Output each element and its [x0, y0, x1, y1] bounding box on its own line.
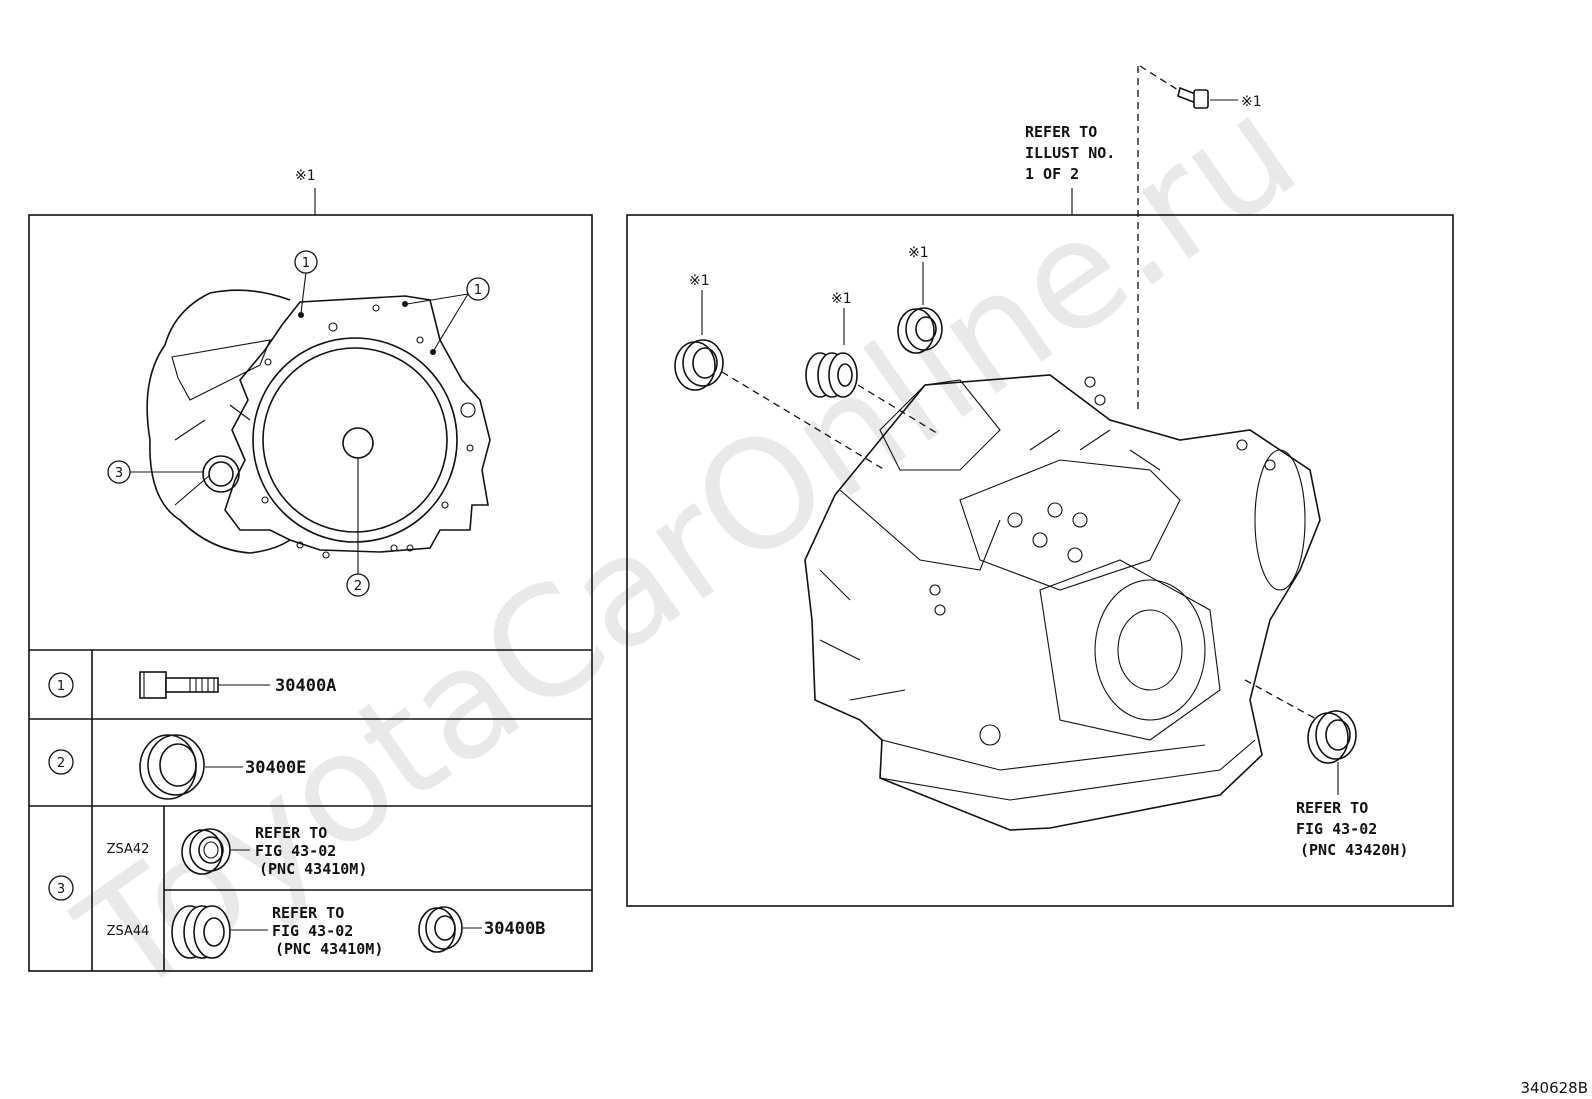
- seal-b-note-mark: ※1: [831, 291, 852, 307]
- refer-illust-line-3: 1 OF 2: [1025, 165, 1079, 183]
- callout-1-top-label: 1: [302, 256, 310, 271]
- legend-row-3-index: [48, 875, 74, 901]
- seal-d-refer-line-1: REFER TO: [1296, 799, 1368, 817]
- callout-1-right: [466, 277, 490, 301]
- zsa44-refer-line-1: REFER TO: [272, 904, 344, 922]
- callout-3-label: 3: [115, 466, 123, 481]
- right-panel: REFER TO ILLUST NO. 1 OF 2 ※1 ※1 ※1: [626, 65, 1454, 907]
- model-zsa44-label: ZSA44: [107, 924, 150, 939]
- left-panel-frame: [28, 214, 593, 972]
- zsa44-part-number: 30400B: [484, 919, 545, 939]
- callout-2-label: 2: [354, 579, 362, 594]
- watermark: ToyotaCarOnline.ru: [50, 63, 1327, 1030]
- transaxle-assembly-illustration: [804, 374, 1321, 831]
- legend-row-2-index-label: 2: [57, 756, 65, 771]
- case-bolt-icon: [1177, 86, 1209, 109]
- callout-3: [107, 460, 131, 484]
- oil-seal-a-icon: [674, 339, 724, 391]
- bearing-icon-zsa42: [181, 828, 231, 875]
- bearing-icon-30400b: [418, 906, 463, 953]
- seal-d-refer-line-2: FIG 43-02: [1296, 820, 1377, 838]
- left-panel: ※1: [28, 168, 593, 972]
- model-zsa42-label: ZSA42: [107, 842, 150, 857]
- callout-1-right-label: 1: [474, 283, 482, 298]
- oil-seal-b-icon: [805, 352, 858, 398]
- bolt-note-mark: ※1: [1241, 94, 1262, 110]
- right-panel-frame: [626, 214, 1454, 907]
- legend-row-1-index-label: 1: [57, 679, 65, 694]
- legend-row-2-index: [48, 749, 74, 775]
- oil-seal-d-icon: [1307, 710, 1357, 764]
- zsa44-refer-line-2: FIG 43-02: [272, 922, 353, 940]
- seal-c-note-mark: ※1: [908, 245, 929, 261]
- callout-1-top: [294, 250, 318, 274]
- seal-a-note-mark: ※1: [689, 273, 710, 289]
- legend-row-1-part-number: 30400A: [275, 676, 336, 696]
- oil-seal-icon: [139, 734, 205, 800]
- refer-illust-line-1: REFER TO: [1025, 123, 1097, 141]
- legend-row-1-index: [48, 672, 74, 698]
- bearing-icon-zsa44: [171, 905, 231, 959]
- zsa44-refer-line-3: (PNC 43410M): [275, 940, 383, 958]
- zsa42-refer-line-2: FIG 43-02: [255, 842, 336, 860]
- zsa42-refer-line-1: REFER TO: [255, 824, 327, 842]
- refer-illust-line-2: ILLUST NO.: [1025, 144, 1115, 162]
- transaxle-housing-front-view: [146, 289, 491, 559]
- bolt-icon: [139, 671, 219, 699]
- legend-row-2-part-number: 30400E: [245, 758, 306, 778]
- legend-row-3-index-label: 3: [57, 882, 65, 897]
- zsa42-refer-line-3: (PNC 43410M): [259, 860, 367, 878]
- left-panel-note-mark: ※1: [295, 168, 316, 184]
- callout-2: [346, 573, 370, 597]
- seal-d-refer-line-3: (PNC 43420H): [1300, 841, 1408, 859]
- drawing-number: 340628B: [1520, 1079, 1588, 1097]
- oil-seal-c-icon: [897, 307, 943, 354]
